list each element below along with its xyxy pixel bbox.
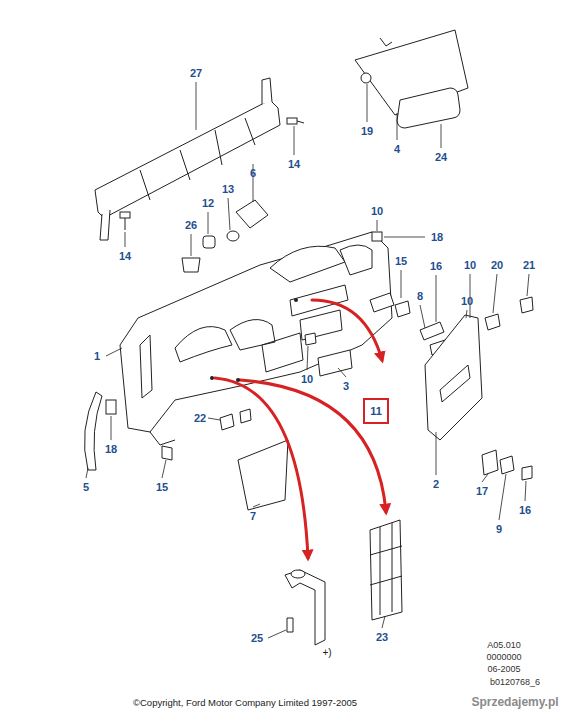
cross-beam (95, 100, 280, 218)
callout-number: 1 (94, 350, 100, 362)
glove-box (425, 315, 482, 440)
drawing-code: 0000000 (486, 653, 521, 663)
callout-number: 10 (461, 295, 473, 307)
note: +) (322, 647, 331, 658)
callout-number: 18 (431, 231, 443, 243)
callout-number: 15 (395, 255, 407, 267)
callout-number: 8 (417, 290, 423, 302)
callout-number: 22 (194, 412, 206, 424)
callout-number: 20 (491, 259, 503, 271)
callout-number: 10 (371, 205, 383, 217)
side-trim (84, 392, 102, 470)
callout-number: 12 (202, 197, 214, 209)
callout-number: 27 (190, 67, 202, 79)
callout-number: 9 (496, 523, 502, 535)
callout-number: 16 (430, 260, 442, 272)
cover-plate (236, 200, 268, 228)
leader-lines (86, 82, 529, 638)
screw (287, 118, 304, 124)
callout-number: 6 (250, 167, 256, 179)
callout-number: 23 (376, 631, 388, 643)
callout-box: 11 (363, 398, 389, 424)
glove-box-insert (397, 88, 460, 128)
bump-stop (361, 73, 371, 83)
center-bracket (370, 520, 402, 620)
copyright-note: ©Copyright, Ford Motor Company Limited 1… (133, 698, 357, 708)
drawing-code: A05.010 (487, 641, 521, 651)
callout-number: 26 (185, 219, 197, 231)
support-bracket (285, 570, 325, 645)
leader-dots (210, 298, 298, 382)
callout-number: 16 (519, 504, 531, 516)
callout-number: 21 (523, 259, 535, 271)
screw (120, 212, 130, 230)
callout-number: 7 (250, 510, 256, 522)
callout-number: 18 (105, 443, 117, 455)
radio-opening (262, 333, 303, 372)
callout-number: 14 (288, 158, 300, 170)
callout-number: 10 (301, 373, 313, 385)
callout-number: 10 (464, 259, 476, 271)
callout-number: 17 (476, 485, 488, 497)
callout-number: 24 (435, 151, 447, 163)
callout-number: 11 (365, 405, 387, 417)
beam-ribs (140, 118, 255, 200)
callout-number: 4 (394, 143, 400, 155)
watermark: Sprzedajemy.pl (471, 696, 558, 709)
dashboard (120, 232, 392, 432)
cover-panel (318, 350, 352, 376)
callout-number: 25 (251, 632, 263, 644)
callout-number: 13 (222, 183, 234, 195)
callout-number: 5 (83, 481, 89, 493)
callout-number: 3 (343, 380, 349, 392)
lower-panel (238, 440, 288, 510)
callout-number: 14 (119, 250, 131, 262)
callout-number: 19 (361, 125, 373, 137)
callout-number: 2 (433, 478, 439, 490)
drawing-code: 06-2005 (487, 665, 520, 675)
red-arrows (215, 300, 386, 558)
drawing-code: b0120768_6 (490, 678, 540, 688)
callout-number: 15 (156, 481, 168, 493)
